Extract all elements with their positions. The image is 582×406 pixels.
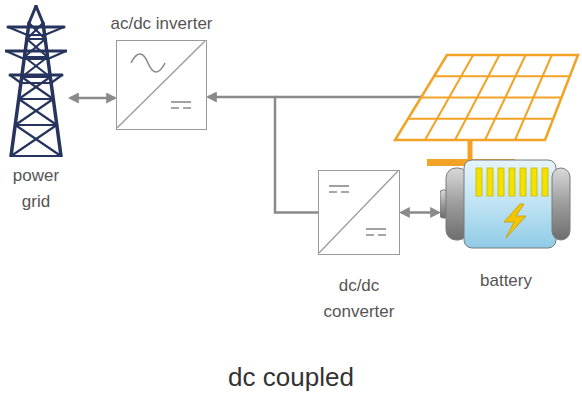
tower-strut — [29, 23, 45, 39]
tower-strut — [27, 39, 48, 57]
dc-symbol — [329, 191, 349, 193]
dc-symbol — [329, 185, 349, 187]
battery-cell — [520, 168, 526, 196]
power-grid-art — [5, 5, 67, 157]
panel-wire — [275, 96, 421, 99]
tower-strut — [11, 23, 29, 156]
node-label: dc/dc converter — [324, 273, 395, 324]
inverter-box-art — [117, 41, 205, 128]
panel-grid — [408, 55, 570, 140]
battery-cap — [552, 168, 570, 240]
converter-box: dc/dc converter — [318, 170, 400, 255]
tower-strut — [15, 124, 56, 126]
tower-strut — [10, 74, 62, 77]
tower-strut — [6, 51, 24, 59]
tower-strut — [45, 27, 64, 35]
power-flow-arrow — [401, 211, 439, 214]
tower-strut — [22, 57, 48, 77]
dc-symbol — [171, 101, 191, 103]
tower-strut — [11, 155, 61, 157]
tower-strut — [19, 77, 50, 99]
caption: dc coupled — [0, 362, 582, 393]
lightning-bolt — [504, 204, 526, 238]
power-grid: power grid — [5, 5, 67, 157]
tower-strut — [19, 98, 53, 100]
tower-strut — [8, 26, 64, 29]
tower-strut — [21, 82, 51, 84]
tower-strut — [24, 39, 45, 57]
battery-cell — [498, 168, 504, 196]
panel-post — [468, 140, 473, 160]
node-label: battery — [480, 268, 532, 294]
tower-strut — [36, 6, 43, 23]
node-label: ac/dc inverter — [110, 11, 212, 37]
converter-diagonal — [117, 41, 205, 128]
power-flow-arrow — [70, 97, 115, 100]
power-flow-arrow — [208, 97, 318, 213]
battery: battery — [440, 150, 572, 258]
tower-strut — [43, 23, 61, 156]
tower-strut — [19, 99, 57, 125]
converter-diagonal — [319, 171, 398, 253]
panel-frame — [395, 55, 578, 140]
tower-strut — [11, 125, 57, 156]
inverter-box: ac/dc inverter — [116, 40, 207, 130]
tower-strut — [48, 51, 66, 59]
tower-strut — [27, 23, 43, 39]
tower-strut — [10, 75, 21, 83]
battery-body — [464, 160, 556, 248]
converter-box-art — [319, 171, 398, 253]
battery-cell — [487, 168, 493, 196]
tower-strut — [29, 6, 36, 23]
tower-strut — [15, 99, 53, 125]
battery-cell — [509, 168, 515, 196]
panel-cell-line — [408, 118, 553, 120]
tower-strut — [24, 57, 50, 77]
tower-strut — [6, 50, 66, 53]
battery-cell — [542, 168, 548, 196]
solar-panel — [275, 55, 578, 166]
tower-strut — [51, 75, 62, 83]
tower-strut — [15, 125, 61, 156]
battery-cell — [476, 168, 482, 196]
dc-symbol — [366, 228, 386, 230]
battery-cell — [531, 168, 537, 196]
tower-strut — [27, 38, 45, 40]
tower-strut — [8, 27, 27, 35]
ac-symbol — [131, 54, 165, 72]
node-label: power grid — [13, 163, 59, 214]
panel-cell-line — [434, 75, 570, 77]
tower-strut — [22, 77, 53, 99]
battery-art — [440, 150, 572, 258]
tower-strut — [24, 56, 47, 58]
dc-symbol — [171, 107, 191, 109]
dc-symbol — [366, 234, 386, 236]
panel-cell-line — [421, 97, 562, 99]
tower-strut — [22, 76, 51, 78]
